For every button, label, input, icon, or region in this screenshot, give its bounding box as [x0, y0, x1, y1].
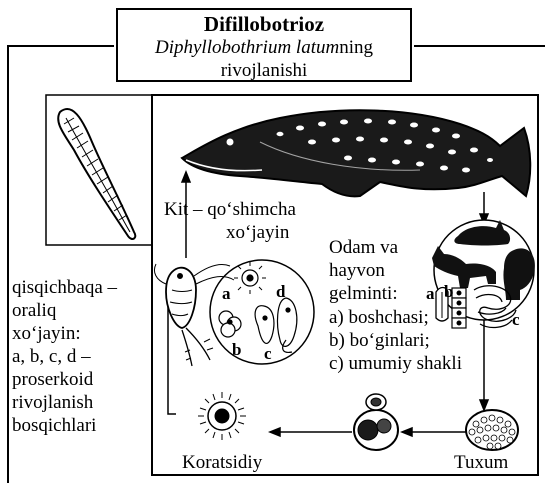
host-label-line6: c) umumiy shakli: [329, 352, 462, 375]
title-species: Diphyllobothrium latumning: [118, 36, 410, 59]
tuxum-label: Tuxum: [454, 451, 508, 474]
egg-icon: [466, 410, 518, 450]
intermediate-label-line5: proserkoid: [12, 368, 93, 391]
stage-letter-a: a: [222, 284, 231, 304]
host-label-line1: Odam va: [329, 236, 398, 259]
stage-letter-c: c: [264, 344, 272, 364]
species-name: Diphyllobothrium latum: [155, 37, 339, 58]
intermediate-label-line2: oraliq: [12, 299, 56, 322]
host-letter-b: b: [444, 282, 453, 302]
host-letter-a: a: [426, 284, 435, 304]
intermediate-label-line7: bosqichlari: [12, 414, 96, 437]
coracidium-icon: [198, 392, 246, 440]
host-label-line4: a) boshchasi;: [329, 306, 429, 329]
intermediate-label-line3: xo‘jayin:: [12, 322, 81, 345]
koratsidiy-label: Koratsidiy: [182, 451, 262, 474]
egg-developing-icon: [354, 394, 398, 450]
stage-letter-d: d: [276, 282, 285, 302]
intermediate-label-line6: rivojlanish: [12, 391, 93, 414]
host-label-line3: gelminti:: [329, 282, 398, 305]
title-box: Difillobotrioz Diphyllobothrium latumnin…: [116, 8, 412, 82]
page-title: Difillobotrioz: [118, 12, 410, 36]
kit-label-line1: Kit – qo‘shimcha: [164, 198, 296, 221]
tapeworm-icon: [58, 109, 135, 239]
host-letter-c: c: [512, 310, 520, 330]
intermediate-label-line4: a, b, c, d –: [12, 345, 91, 368]
host-label-line2: hayvon: [329, 259, 385, 282]
host-label-line5: b) bo‘ginlari;: [329, 329, 430, 352]
intermediate-label-line1: qisqichbaqa –: [12, 276, 117, 299]
species-suffix: ning: [339, 37, 373, 58]
kit-label-line2: xo‘jayin: [226, 221, 289, 244]
title-subtitle: rivojlanishi: [118, 59, 410, 82]
stage-letter-b: b: [232, 340, 241, 360]
pike-fish-icon: [182, 110, 530, 196]
